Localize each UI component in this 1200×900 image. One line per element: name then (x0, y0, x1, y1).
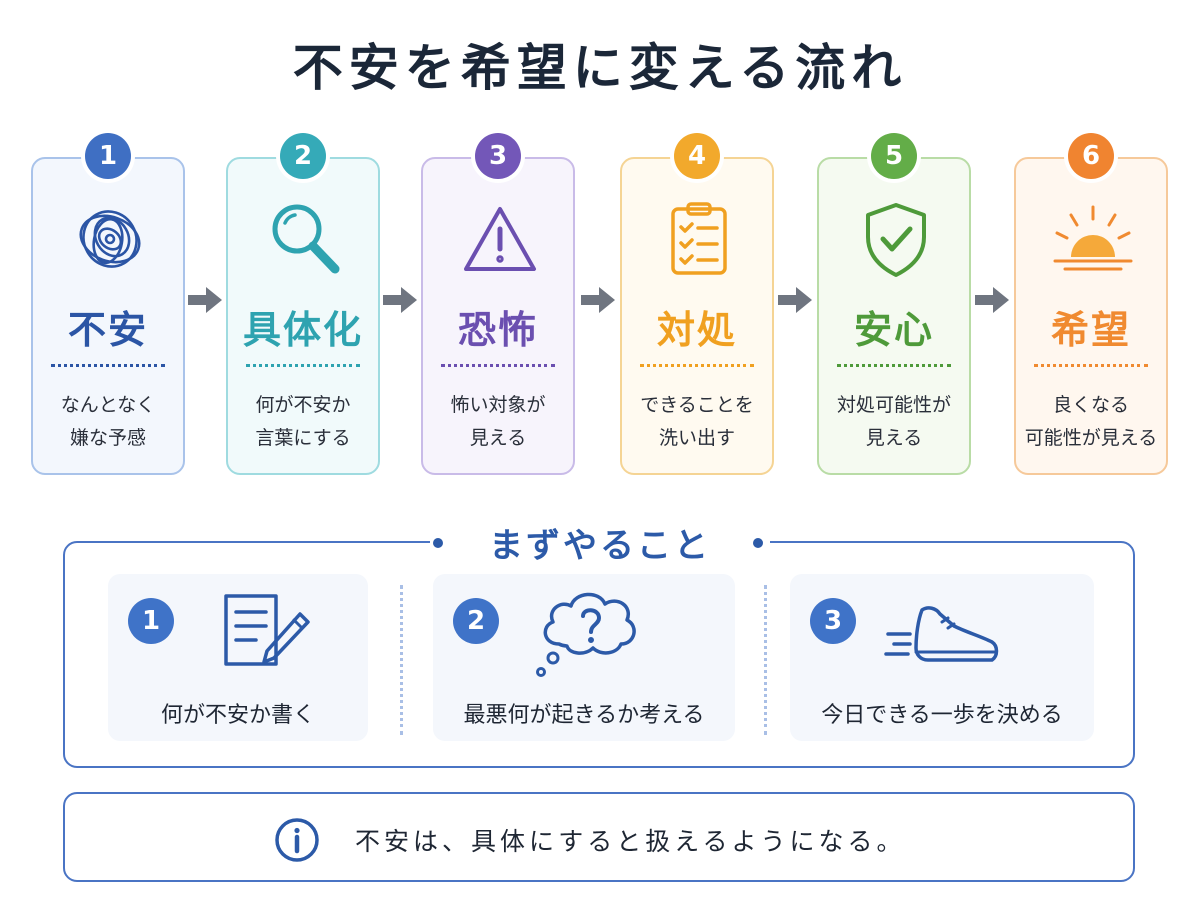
step-divider (1034, 364, 1148, 367)
shield-check-icon (866, 203, 926, 277)
arrow-right-icon (581, 287, 615, 313)
step-number-badge-3: 3 (475, 133, 521, 179)
info-icon (275, 818, 319, 862)
note-pencil-icon (224, 594, 310, 666)
todo-label-1: 何が不安か書く (160, 703, 315, 728)
arrow-right-icon (975, 287, 1009, 313)
step-divider (51, 364, 165, 367)
step-number-badge-1: 1 (85, 133, 131, 179)
step-card-5: 安心 対処可能性が見える (817, 157, 971, 475)
sunrise-icon (1053, 205, 1133, 271)
todo-divider (764, 585, 767, 735)
note-text: 不安は、具体にすると扱えるようになる。 (355, 827, 906, 856)
step-number-badge-2: 2 (280, 133, 326, 179)
step-description-5: 対処可能性が見える (836, 394, 951, 449)
step-description-4: できることを洗い出す (640, 394, 754, 449)
checklist-icon (671, 202, 727, 275)
magnifier-icon (272, 204, 340, 274)
step-card-3: 恐怖 怖い対象が見える (421, 157, 575, 475)
arrow-right-icon (188, 287, 222, 313)
step-title-5: 安心 (853, 308, 934, 352)
todo-label-3: 今日できる一歩を決める (821, 703, 1063, 728)
todo-card-2: 2 最悪何が起きるか考える (433, 574, 735, 741)
todo-number-badge-2: 2 (453, 598, 499, 644)
step-card-4: 対処 できることを洗い出す (620, 157, 774, 475)
note-panel (63, 792, 1135, 882)
step-divider (640, 364, 754, 367)
step-description-3: 怖い対象が見える (450, 394, 546, 449)
title-dot-left (433, 538, 443, 548)
step-card-1: 不安 なんとなく嫌な予感 (31, 157, 185, 475)
page-title: 不安を希望に変える流れ (292, 39, 908, 97)
step-divider (246, 364, 360, 367)
step-title-6: 希望 (1050, 308, 1131, 352)
step-description-1: なんとなく嫌な予感 (60, 394, 156, 449)
warning-icon (464, 207, 536, 271)
thought-question-icon (536, 592, 636, 677)
todo-divider (400, 585, 403, 735)
todo-number-badge-3: 3 (810, 598, 856, 644)
running-shoe-icon (884, 606, 999, 662)
step-number-badge-4: 4 (674, 133, 720, 179)
step-title-4: 対処 (656, 308, 737, 352)
todo-title-wrap: まずやること (430, 518, 770, 566)
todo-card-3: 3 今日できる一歩を決める (790, 574, 1094, 741)
step-title-3: 恐怖 (457, 308, 538, 352)
step-description-2: 何が不安か言葉にする (255, 394, 351, 449)
tangle-icon (79, 210, 141, 268)
step-number-badge-6: 6 (1068, 133, 1114, 179)
step-card-2: 具体化 何が不安か言葉にする (226, 157, 380, 475)
todo-label-2: 最悪何が起きるか考える (463, 703, 705, 728)
step-divider (837, 364, 951, 367)
step-divider (441, 364, 555, 367)
todo-number-badge-1: 1 (128, 598, 174, 644)
todo-card-1: 1 何が不安か書く (108, 574, 368, 741)
title-dot-right (753, 538, 763, 548)
step-card-6: 希望 良くなる可能性が見える (1014, 157, 1168, 475)
arrow-right-icon (778, 287, 812, 313)
step-title-1: 不安 (67, 308, 148, 352)
todo-title: まずやること (489, 526, 711, 566)
step-number-badge-5: 5 (871, 133, 917, 179)
step-title-2: 具体化 (242, 308, 363, 352)
step-description-6: 良くなる可能性が見える (1024, 394, 1158, 449)
arrow-right-icon (383, 287, 417, 313)
